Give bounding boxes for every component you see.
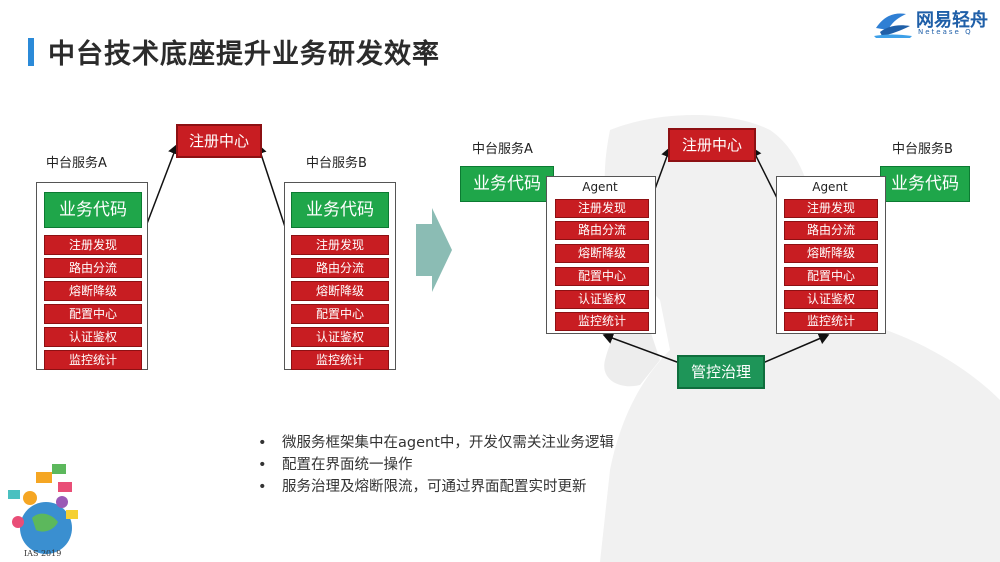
- business-code-a-right: 业务代码: [460, 166, 554, 202]
- business-code-b-right: 业务代码: [880, 166, 970, 202]
- ias-conference-logo: [8, 464, 78, 554]
- capability-agent-a: 配置中心: [555, 267, 649, 286]
- netease-qingzhou-logo: [874, 13, 912, 38]
- service-b-label-left: 中台服务B: [306, 156, 367, 171]
- business-code-a-left: 业务代码: [44, 192, 142, 228]
- logo-text: 网易轻舟: [916, 10, 988, 31]
- capability-agent-b: 熔断降级: [784, 244, 878, 263]
- capability-agent-b: 认证鉴权: [784, 290, 878, 309]
- capability-agent-a: 熔断降级: [555, 244, 649, 263]
- capability-a-left: 注册发现: [44, 235, 142, 255]
- page-title: 中台技术底座提升业务研发效率: [48, 39, 440, 70]
- bullet-list: •微服务框架集中在agent中，开发仅需关注业务逻辑 •配置在界面统一操作 •服…: [258, 432, 614, 498]
- capability-b-left: 熔断降级: [291, 281, 389, 301]
- capability-a-left: 配置中心: [44, 304, 142, 324]
- bullet-text: 微服务框架集中在agent中，开发仅需关注业务逻辑: [282, 435, 614, 451]
- capability-agent-a: 认证鉴权: [555, 290, 649, 309]
- agent-label-b: Agent: [812, 180, 848, 194]
- registry-center-right: 注册中心: [668, 128, 756, 162]
- capability-agent-b: 配置中心: [784, 267, 878, 286]
- service-a-label-left: 中台服务A: [46, 156, 107, 171]
- logo-subtext: Netease Q: [918, 28, 973, 36]
- management-governance-box: 管控治理: [677, 355, 765, 389]
- capability-a-left: 认证鉴权: [44, 327, 142, 347]
- capability-b-left: 认证鉴权: [291, 327, 389, 347]
- capability-b-left: 配置中心: [291, 304, 389, 324]
- capability-agent-a: 路由分流: [555, 221, 649, 240]
- agent-label-a: Agent: [582, 180, 618, 194]
- bullet-text: 服务治理及熔断限流，可通过界面配置实时更新: [282, 479, 587, 495]
- capability-agent-b: 注册发现: [784, 199, 878, 218]
- capability-agent-b: 监控统计: [784, 312, 878, 331]
- service-a-label-right: 中台服务A: [472, 142, 533, 157]
- capability-a-left: 监控统计: [44, 350, 142, 370]
- capability-agent-a: 注册发现: [555, 199, 649, 218]
- capability-a-left: 路由分流: [44, 258, 142, 278]
- capability-b-left: 注册发现: [291, 235, 389, 255]
- bullet-item: •配置在界面统一操作: [258, 454, 614, 476]
- business-code-b-left: 业务代码: [291, 192, 389, 228]
- bullet-text: 配置在界面统一操作: [282, 457, 413, 473]
- service-b-label-right: 中台服务B: [892, 142, 953, 157]
- registry-center-left: 注册中心: [176, 124, 262, 158]
- title-accent-bar: [28, 38, 34, 66]
- ias-conference-text: IAS 2019: [24, 549, 62, 558]
- capability-b-left: 路由分流: [291, 258, 389, 278]
- capability-agent-a: 监控统计: [555, 312, 649, 331]
- bullet-item: •服务治理及熔断限流，可通过界面配置实时更新: [258, 476, 614, 498]
- bullet-item: •微服务框架集中在agent中，开发仅需关注业务逻辑: [258, 432, 614, 454]
- capability-agent-b: 路由分流: [784, 221, 878, 240]
- capability-b-left: 监控统计: [291, 350, 389, 370]
- capability-a-left: 熔断降级: [44, 281, 142, 301]
